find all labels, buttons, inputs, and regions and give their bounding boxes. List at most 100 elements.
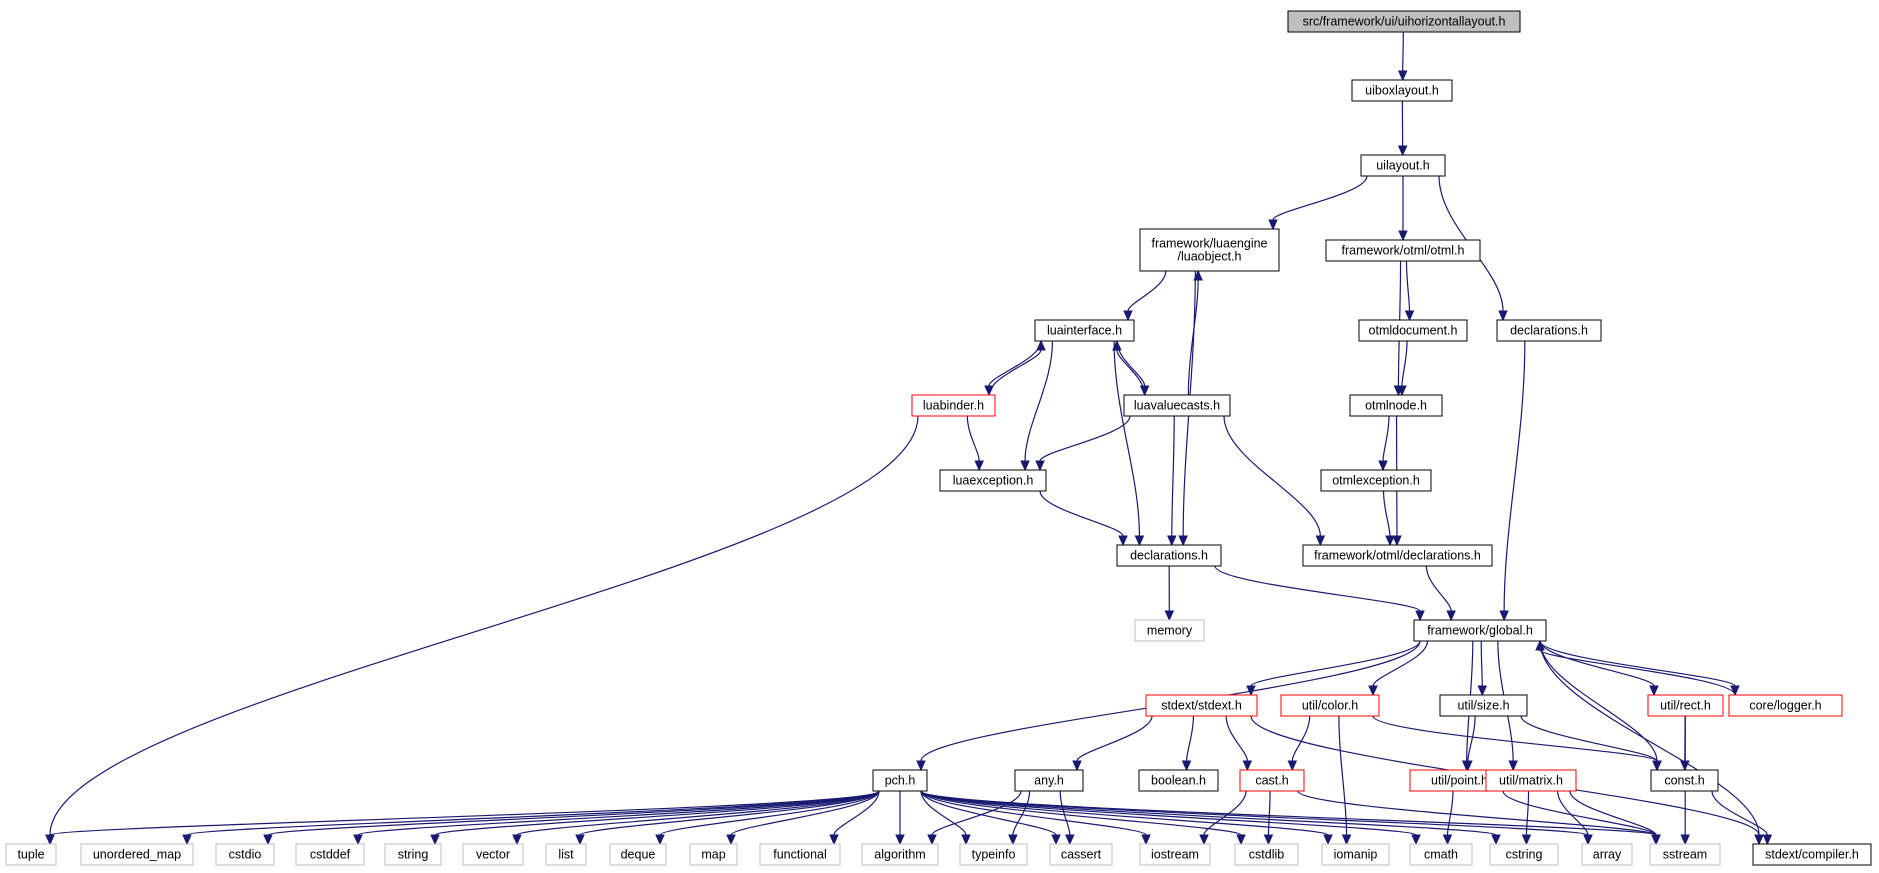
- edge-arrowhead: [1287, 760, 1298, 772]
- node-box: [1360, 154, 1446, 177]
- node-luabinder[interactable]: luabinder.h: [911, 394, 996, 417]
- edge-any-to-typeinfo: [1012, 790, 1031, 836]
- node-iomanip: iomanip: [1321, 843, 1390, 866]
- node-label: boolean.h: [1151, 774, 1206, 788]
- node-otml[interactable]: framework/otml/otml.h: [1325, 239, 1481, 262]
- edge-matrix-to-cstring: [1525, 790, 1530, 836]
- node-label: otmlnode.h: [1365, 399, 1427, 413]
- edge-const-to-compiler: [1711, 790, 1768, 836]
- node-box: [1358, 319, 1468, 342]
- node-iostream: iostream: [1139, 843, 1211, 866]
- edge-arrowhead: [1193, 269, 1203, 281]
- edge-arrowhead: [1508, 760, 1518, 772]
- node-luavaluecasts[interactable]: luavaluecasts.h: [1123, 394, 1231, 417]
- node-decl-top[interactable]: declarations.h: [1496, 319, 1602, 342]
- node-luaexception[interactable]: luaexception.h: [939, 469, 1047, 492]
- node-root[interactable]: src/framework/ui/uihorizontallayout.h: [1287, 10, 1521, 33]
- node-luaobject[interactable]: framework/luaengine/luaobject.h: [1139, 228, 1280, 272]
- node-box: [609, 843, 667, 866]
- node-label: util/size.h: [1457, 699, 1509, 713]
- node-box: [939, 469, 1047, 492]
- edge-stdext-to-boolean: [1185, 715, 1195, 762]
- node-label: pch.h: [885, 774, 916, 788]
- edge-decl_lua-to-global: [1214, 565, 1421, 612]
- node-otmlexception[interactable]: otmlexception.h: [1320, 469, 1432, 492]
- edge-luavaluecasts-to-luainterface: [1116, 349, 1146, 396]
- node-rect[interactable]: util/rect.h: [1647, 694, 1724, 717]
- node-label: functional: [773, 848, 827, 862]
- node-matrix[interactable]: util/matrix.h: [1485, 769, 1577, 792]
- node-pch[interactable]: pch.h: [872, 769, 928, 792]
- edge-global-to-color: [1372, 640, 1429, 687]
- node-box: [215, 843, 275, 866]
- edge-arrowhead: [1242, 760, 1253, 772]
- node-label: iostream: [1151, 848, 1199, 862]
- node-const[interactable]: const.h: [1650, 769, 1719, 792]
- edge-pch-to-cstddef: [357, 790, 880, 836]
- edge-layer: [45, 31, 1773, 846]
- edge-point-to-sstream: [1502, 790, 1657, 836]
- node-label: cast.h: [1255, 774, 1288, 788]
- node-label: framework/otml/declarations.h: [1314, 549, 1481, 563]
- node-label: framework/otml/otml.h: [1342, 244, 1465, 258]
- node-size[interactable]: util/size.h: [1439, 694, 1528, 717]
- node-decl-lua[interactable]: declarations.h: [1116, 544, 1222, 567]
- node-otml-decl[interactable]: framework/otml/declarations.h: [1302, 544, 1493, 567]
- node-luainterface[interactable]: luainterface.h: [1034, 319, 1135, 342]
- edge-global-to-rect: [1539, 640, 1655, 687]
- node-label: vector: [476, 848, 510, 862]
- edge-arrowhead: [263, 834, 273, 846]
- edge-luaobject-to-luainterface: [1127, 270, 1167, 312]
- node-label: uiboxlayout.h: [1365, 84, 1439, 98]
- edge-arrowhead: [45, 834, 55, 846]
- node-stdext[interactable]: stdext/stdext.h: [1145, 694, 1258, 717]
- edge-global-to-logger: [1539, 640, 1736, 687]
- edge-matrix-to-array: [1557, 790, 1589, 836]
- edge-root-to-uiboxlayout: [1402, 31, 1404, 72]
- node-label: iomanip: [1334, 848, 1378, 862]
- edge-arrowhead: [1323, 834, 1333, 846]
- node-box: [1139, 843, 1211, 866]
- node-box: [759, 843, 841, 866]
- node-box: [1439, 694, 1528, 717]
- node-label: tuple: [17, 848, 44, 862]
- node-global[interactable]: framework/global.h: [1413, 619, 1547, 642]
- node-label: any.h: [1034, 774, 1064, 788]
- edge-arrowhead: [512, 834, 522, 846]
- edge-stdext-to-cast: [1225, 715, 1248, 762]
- edge-arrowhead: [1368, 685, 1378, 697]
- node-box: [545, 843, 587, 866]
- node-uilayout[interactable]: uilayout.h: [1360, 154, 1446, 177]
- node-boolean[interactable]: boolean.h: [1138, 769, 1219, 792]
- node-label: src/framework/ui/uihorizontallayout.h: [1303, 15, 1506, 29]
- node-any[interactable]: any.h: [1014, 769, 1084, 792]
- node-label: string: [398, 848, 429, 862]
- node-functional: functional: [759, 843, 841, 866]
- edge-arrowhead: [1268, 219, 1278, 231]
- edge-arrowhead: [1112, 339, 1122, 351]
- edge-pch-to-functional: [833, 790, 880, 836]
- node-logger[interactable]: core/logger.h: [1728, 694, 1843, 717]
- node-box: [1138, 769, 1219, 792]
- edge-arrowhead: [1499, 610, 1509, 622]
- node-array: array: [1581, 843, 1633, 866]
- node-otmldocument[interactable]: otmldocument.h: [1358, 319, 1468, 342]
- node-color[interactable]: util/color.h: [1280, 694, 1380, 717]
- node-box: [1049, 843, 1113, 866]
- node-compiler[interactable]: stdext/compiler.h: [1752, 843, 1872, 866]
- node-point[interactable]: util/point.h: [1409, 769, 1510, 792]
- node-cast[interactable]: cast.h: [1239, 769, 1305, 792]
- edge-arrowhead: [1035, 460, 1045, 472]
- node-otmlnode[interactable]: otmlnode.h: [1349, 394, 1443, 417]
- edge-arrowhead: [1236, 834, 1246, 846]
- node-uiboxlayout[interactable]: uiboxlayout.h: [1351, 79, 1453, 102]
- edge-arrowhead: [1167, 535, 1177, 547]
- node-box: [1145, 694, 1258, 717]
- edge-pch-to-typeinfo: [920, 790, 967, 836]
- edge-cast-to-cstdlib: [1267, 790, 1271, 836]
- node-box: [1650, 769, 1719, 792]
- node-label: luainterface.h: [1047, 324, 1122, 338]
- edge-matrix-to-sstream: [1569, 790, 1657, 836]
- node-box: [959, 843, 1028, 866]
- edge-luainterface-to-luaexception: [1024, 340, 1054, 462]
